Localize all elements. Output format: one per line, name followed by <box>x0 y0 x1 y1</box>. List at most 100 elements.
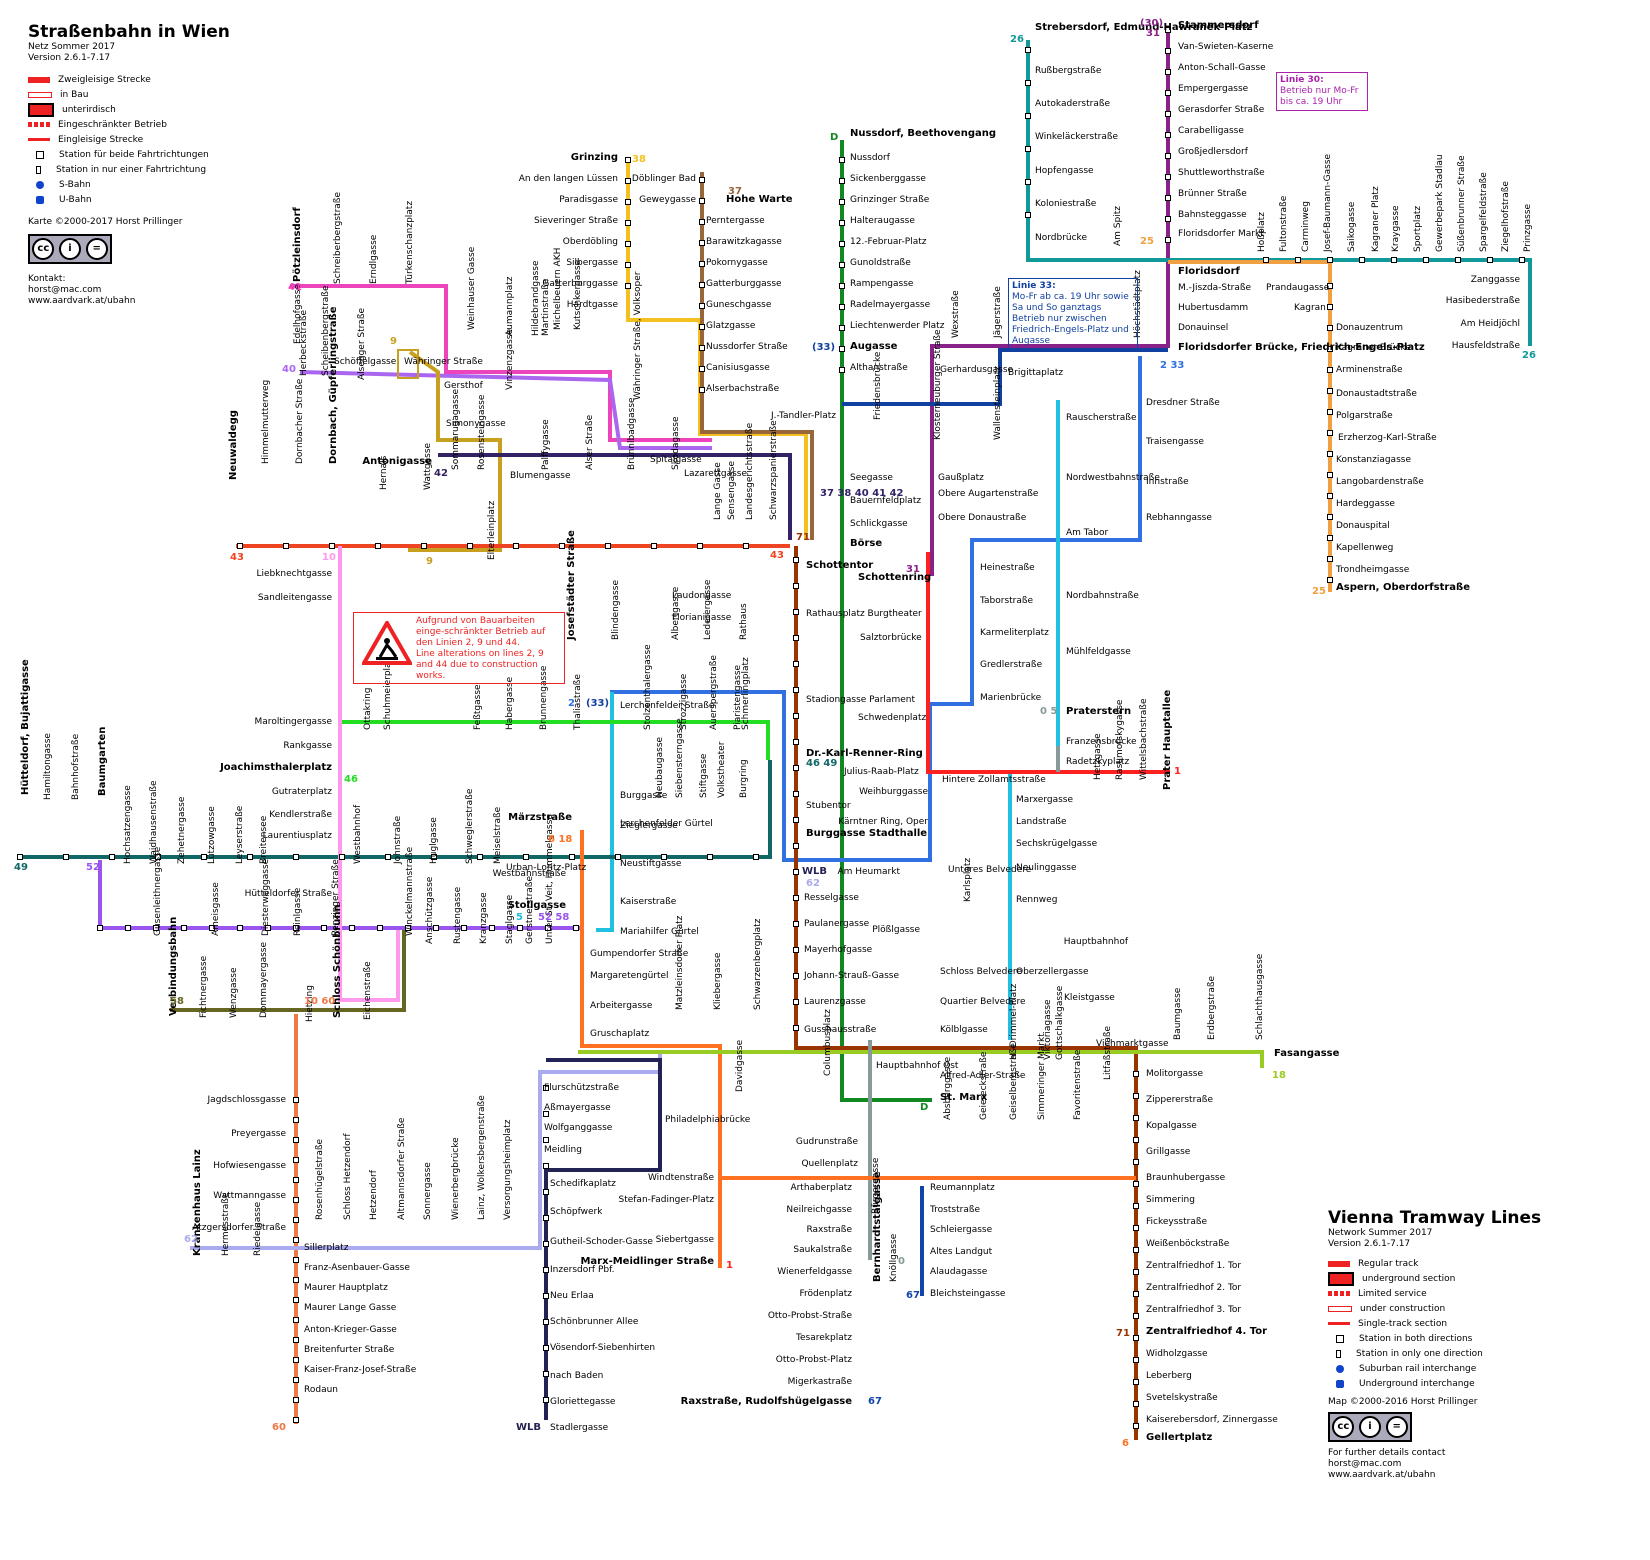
station-label: Hauptbahnhof <box>1064 937 1129 947</box>
contact-url[interactable]: www.aardvark.at/ubahn <box>28 296 136 306</box>
station-label: Penzinger Straße <box>331 859 341 936</box>
construction-worker-icon <box>362 621 412 665</box>
station-label: Salztorbrücke <box>860 633 922 643</box>
station-label: Neuwaldegg <box>228 410 239 480</box>
station-label: Plößlgasse <box>872 925 920 935</box>
station-marker <box>543 1085 549 1091</box>
station-label: Kagraner Brücke <box>1336 343 1411 353</box>
station-label: Am Spitz <box>1113 206 1123 246</box>
station-label: Wittelsbachstraße <box>1139 698 1149 780</box>
station-label: Karlsplatz <box>963 858 973 902</box>
station-marker <box>63 854 69 860</box>
station-label: Kaiserstraße <box>620 897 677 907</box>
station-marker <box>1165 27 1171 33</box>
station-label: Maroltingergasse <box>255 717 333 727</box>
station-label: Lederergasse <box>703 579 713 640</box>
station-marker <box>699 387 705 393</box>
station-label: Hohe Warte <box>726 194 793 205</box>
station-marker <box>293 1117 299 1123</box>
legend-label: Station für beide Fahrtrichtungen <box>59 149 209 160</box>
station-label: Kagran <box>1294 303 1326 313</box>
station-marker <box>839 220 845 226</box>
legend-row: Zweigleisige Strecke <box>28 72 258 87</box>
station-marker <box>1025 113 1031 119</box>
station-label: Brünner Straße <box>1178 189 1247 199</box>
station-label: Anschützgasse <box>425 876 435 944</box>
station-marker <box>517 925 523 931</box>
station-label: Ottakring <box>363 688 373 731</box>
station-label: Schönbrunner Allee <box>550 1317 639 1327</box>
station-label: Edelhofgasse <box>293 284 303 344</box>
track-line-41 <box>290 284 712 442</box>
station-label: Carabelligasse <box>1178 126 1244 136</box>
station-marker <box>1165 153 1171 159</box>
station-label: Schloss Schönbrunn <box>332 904 343 1018</box>
station-marker <box>265 925 271 931</box>
station-label: Gatterburggasse <box>706 279 782 289</box>
station-label: Neulinggasse <box>1016 863 1077 873</box>
station-label: Raxstraße <box>806 1225 852 1235</box>
station-label: Gewerbepark Stadlau <box>1435 154 1445 252</box>
station-marker <box>1025 146 1031 152</box>
station-marker <box>545 925 551 931</box>
station-label: Baumgarten <box>97 727 108 796</box>
station-marker <box>793 713 799 719</box>
station-label: Erdbergstraße <box>1207 975 1217 1040</box>
line-number-label: 25 <box>1140 236 1154 247</box>
station-label: Hermesstraße <box>221 1192 231 1256</box>
station-label: Zentralfriedhof 3. Tor <box>1146 1305 1241 1315</box>
station-marker <box>477 854 483 860</box>
station-label: Simmeringer Markt <box>1037 1033 1047 1120</box>
station-label: Taborstraße <box>979 596 1034 606</box>
station-label: An den langen Lüssen <box>519 174 618 184</box>
station-marker <box>543 1371 549 1377</box>
station-marker <box>1327 257 1333 263</box>
station-marker <box>467 543 473 549</box>
station-label: Hauptbahnhof Ost <box>876 1061 959 1071</box>
station-label: Volkstheater <box>717 741 727 798</box>
station-label: Kölblgasse <box>940 1025 988 1035</box>
station-label: Gusshausstraße <box>804 1025 877 1035</box>
station-label: Türkenschanzplatz <box>405 201 415 285</box>
station-label: Nordwestbahnstraße <box>1066 473 1160 483</box>
station-label: Fasangasse <box>1274 1048 1340 1059</box>
station-label: Arbeitergasse <box>590 1001 653 1011</box>
station-label: Brunnengasse <box>539 665 549 730</box>
legend-row: Eingeschränkter Betrieb <box>28 117 258 132</box>
station-label: Donauinsel <box>1178 323 1228 333</box>
station-label: Wienerbergbrücke <box>451 1137 461 1220</box>
station-label: Süßenbrunner Straße <box>1457 155 1467 252</box>
station-label: Josef-Baumann-Gasse <box>1323 153 1333 253</box>
station-marker <box>793 635 799 641</box>
station-label: Troststraße <box>929 1205 981 1215</box>
track-line-46 <box>342 720 770 760</box>
station-label: Kutschkergasse <box>573 259 583 330</box>
station-label: Alfred-Adler-Straße <box>940 1071 1026 1081</box>
station-marker <box>293 1237 299 1243</box>
line-number-label: 6 <box>1122 1438 1129 1449</box>
station-both-swatch <box>1336 1334 1344 1343</box>
station-label: Julius-Raab-Platz <box>843 767 919 777</box>
station-label: Aßmayergasse <box>544 1103 611 1113</box>
station-layer <box>17 27 1525 1429</box>
station-marker <box>1133 1291 1139 1297</box>
footer-email[interactable]: horst@mac.com <box>1328 1459 1402 1469</box>
station-label: Zehetnergasse <box>177 796 187 864</box>
footer-url[interactable]: www.aardvark.at/ubahn <box>1328 1470 1436 1480</box>
station-label: Huglgasse <box>429 817 439 864</box>
station-label: Meiselstraße <box>493 806 503 864</box>
contact-email[interactable]: horst@mac.com <box>28 285 102 295</box>
line-number-label: 26 <box>1522 350 1536 361</box>
station-marker <box>377 925 383 931</box>
station-label: Otto-Probst-Straße <box>768 1311 853 1321</box>
station-label: Lerchenfelder Straße <box>620 701 715 711</box>
station-label: Jagdschlossgasse <box>207 1095 287 1105</box>
station-label: Versorgungsheimplatz <box>503 1119 513 1220</box>
station-label: Flurschützstraße <box>544 1083 619 1093</box>
station-label: Hetzgasse <box>1093 733 1103 780</box>
station-label: Nussdorf <box>850 153 891 163</box>
line-number-label: 0 <box>898 1256 905 1267</box>
